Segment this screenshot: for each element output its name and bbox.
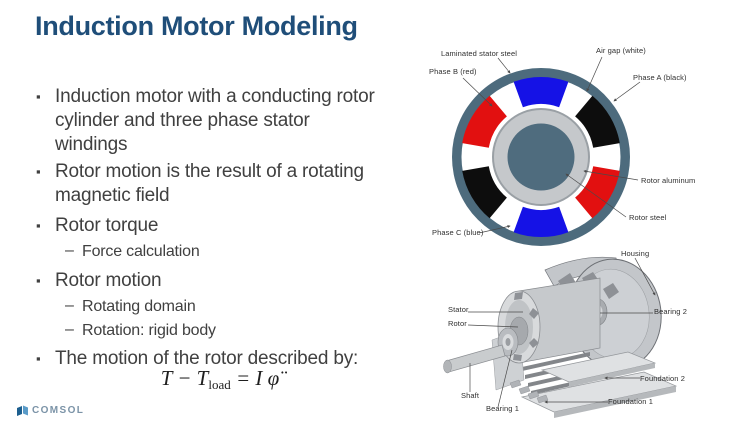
bullet-line: magnetic field xyxy=(55,185,170,206)
bullet-line: Rotor motion xyxy=(55,270,162,291)
sub-bullet-item: Force calculation xyxy=(65,240,426,263)
face-slots xyxy=(513,292,539,361)
equation-rhs: = I φ̈ xyxy=(230,366,280,390)
label-stator: Stator xyxy=(448,305,469,314)
stator-cross-section-diagram xyxy=(452,56,641,246)
bullet-item: Rotor torque xyxy=(36,214,426,238)
stator-leader-lines xyxy=(462,56,641,234)
label-shaft: Shaft xyxy=(461,391,480,400)
phase-c-winding-top xyxy=(513,76,569,108)
rotor-steel-core xyxy=(507,123,575,191)
sub-bullet-item: Rotating domain xyxy=(65,295,426,318)
label-laminated-stator-steel: Laminated stator steel xyxy=(441,49,517,58)
equation-subscript: load xyxy=(208,377,231,392)
bullet-line: Rotor motion is the result of a rotating xyxy=(55,161,364,182)
bullet-line: Induction motor with a conducting rotor xyxy=(55,86,375,107)
label-foundation-1: Foundation 1 xyxy=(608,397,653,406)
shaft-end xyxy=(443,359,452,374)
comsol-logo: COMSOL xyxy=(16,405,84,416)
bullet-item: Rotor motion is the result of a rotating… xyxy=(36,160,426,208)
comsol-logo-text: COMSOL xyxy=(32,405,85,416)
label-foundation-2: Foundation 2 xyxy=(640,374,685,383)
sub-bullet-item: Rotation: rigid body xyxy=(65,319,426,342)
motor-leader-lines xyxy=(467,257,656,408)
phase-b-winding-lower-right xyxy=(575,166,620,219)
bullet-item: Rotor motion xyxy=(36,269,426,293)
bullet-item: The motion of the rotor described by: xyxy=(36,347,426,371)
label-bearing-2: Bearing 2 xyxy=(654,307,688,316)
foundation-2-part xyxy=(540,351,657,387)
bullet-list: Induction motor with a conducting rotor … xyxy=(36,85,426,371)
motion-equation: T − Tload = I φ̈ xyxy=(120,366,320,393)
phase-a-winding-right xyxy=(575,95,620,148)
phase-c-winding-bottom xyxy=(513,206,569,238)
label-air-gap: Air gap (white) xyxy=(596,46,646,55)
label-phase-c: Phase C (blue) xyxy=(432,228,484,237)
equation-lhs: T − T xyxy=(160,366,209,390)
bullet-item: Induction motor with a conducting rotor … xyxy=(36,85,426,157)
motor-cutaway-diagram xyxy=(443,256,678,418)
bracket-teeth xyxy=(509,379,549,404)
phase-a-winding-left xyxy=(462,166,507,219)
label-phase-b: Phase B (red) xyxy=(429,67,477,76)
bullet-line: windings xyxy=(55,134,128,155)
label-rotor-aluminum: Rotor aluminum xyxy=(641,176,696,185)
bullet-line: The motion of the rotor described by: xyxy=(55,348,359,369)
label-rotor-steel: Rotor steel xyxy=(629,213,667,222)
bullet-line: Rotation: rigid body xyxy=(82,322,216,339)
label-phase-a: Phase A (black) xyxy=(633,73,687,82)
bullet-line: Rotor torque xyxy=(55,215,159,236)
label-housing: Housing xyxy=(621,249,650,258)
comsol-logo-icon xyxy=(17,405,28,416)
page-title: Induction Motor Modeling xyxy=(35,11,358,41)
bearing-1-bore xyxy=(505,338,511,346)
label-bearing-1: Bearing 1 xyxy=(486,404,520,413)
bullet-line: Rotating domain xyxy=(82,298,196,315)
bullet-line: Force calculation xyxy=(82,243,200,260)
label-rotor: Rotor xyxy=(448,319,467,328)
bullet-line: cylinder and three phase stator xyxy=(55,110,310,131)
phase-b-winding-upper-left xyxy=(462,95,507,148)
